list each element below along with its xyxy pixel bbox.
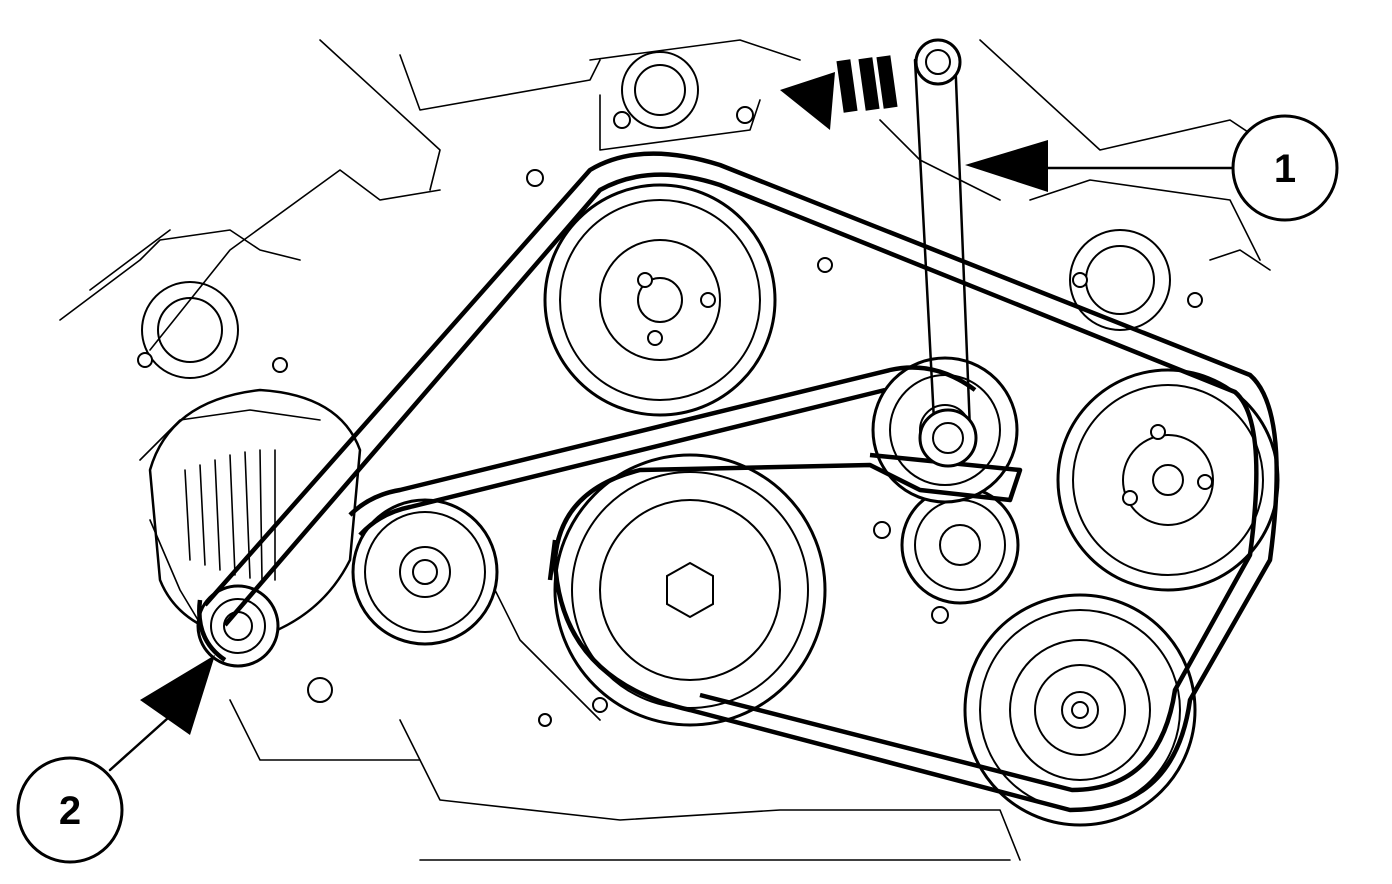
background-mounts: [137, 51, 1203, 727]
callout-2: 2: [16, 655, 215, 864]
crankshaft-pulley: [553, 453, 827, 727]
callout-1-label: 1: [1274, 147, 1296, 191]
alternator: [148, 388, 362, 668]
idler-pulley-center: [900, 485, 1020, 605]
idler-pulley-left: [351, 498, 499, 646]
power-steering-pulley: [1056, 368, 1280, 592]
tensioner-wrench: [913, 38, 978, 468]
drive-belt: [197, 151, 1279, 813]
water-pump-pulley: [543, 183, 777, 417]
callout-1: 1: [965, 114, 1339, 222]
callout-2-label: 2: [59, 789, 81, 833]
rotation-direction-arrow-icon: [780, 55, 898, 130]
